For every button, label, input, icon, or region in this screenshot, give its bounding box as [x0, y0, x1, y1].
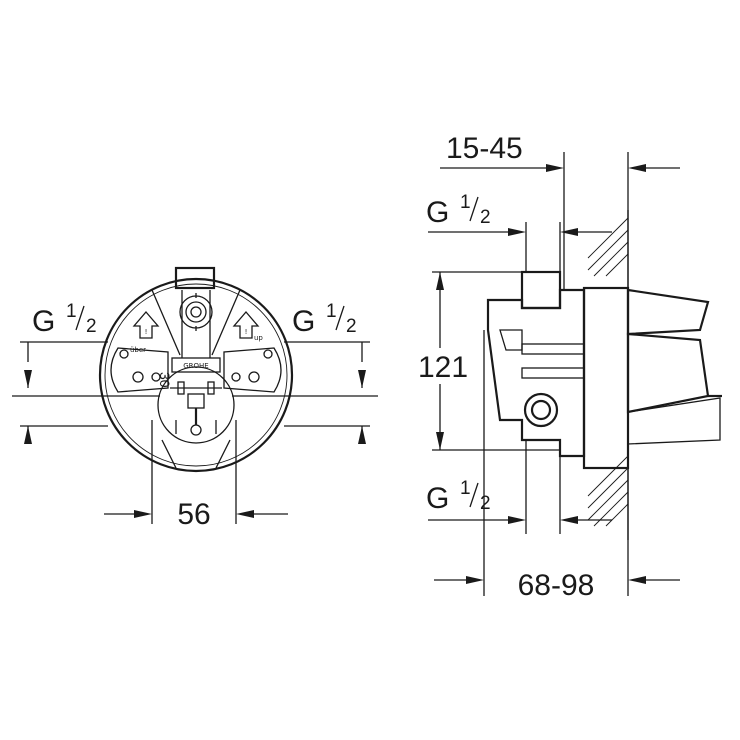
thread-top-den: 2	[480, 207, 491, 228]
depth-top-dim	[440, 152, 680, 290]
depth-top-label: 15-45	[446, 132, 523, 165]
height-dim	[432, 271, 560, 451]
height-label: 121	[418, 351, 468, 384]
mounting-bar	[110, 347, 282, 393]
body-spokes	[108, 289, 284, 469]
front-view: ! ! über up GROHE	[12, 266, 378, 531]
cartridge-housing	[626, 288, 722, 445]
valve-body	[486, 270, 586, 458]
thread-right-dim	[284, 341, 378, 444]
arrow-left-icon: !	[132, 311, 160, 339]
spacing-label: 56	[177, 498, 210, 531]
thread-right-den: 2	[346, 316, 357, 337]
thread-top-base: G	[426, 196, 449, 229]
top-nozzle	[174, 266, 216, 290]
thread-bottom-base: G	[426, 482, 449, 515]
thread-bottom-dim	[428, 440, 612, 534]
brand-logo: GROHE	[183, 362, 208, 370]
thread-bottom-den: 2	[480, 493, 491, 514]
depth-bottom-dim	[434, 330, 680, 596]
thread-top-dim	[428, 222, 612, 272]
mounting-plate	[582, 286, 630, 470]
label-right: up	[254, 334, 263, 342]
arrow-right-icon: !	[232, 311, 260, 339]
side-view: 15-45 G 1 2 121	[418, 132, 722, 602]
thread-top-num: 1	[460, 192, 471, 213]
wall-hatch	[587, 210, 629, 540]
top-valve	[179, 293, 213, 331]
angle-label: 30	[157, 372, 173, 388]
thread-left-den: 2	[86, 316, 97, 337]
thread-left-dim	[12, 341, 108, 444]
svg-text:!: !	[145, 328, 148, 336]
round-body	[98, 277, 294, 473]
thread-right-base: G	[292, 305, 315, 338]
thread-left-base: G	[32, 305, 55, 338]
center-cartridge: GROHE	[157, 357, 235, 444]
depth-bottom-label: 68-98	[518, 569, 595, 602]
spacing-dim	[104, 420, 288, 524]
thread-bottom-num: 1	[460, 478, 471, 499]
thread-left-num: 1	[66, 301, 77, 322]
thread-right-num: 1	[326, 301, 337, 322]
center-channel	[181, 290, 211, 358]
svg-text:!: !	[245, 328, 248, 336]
